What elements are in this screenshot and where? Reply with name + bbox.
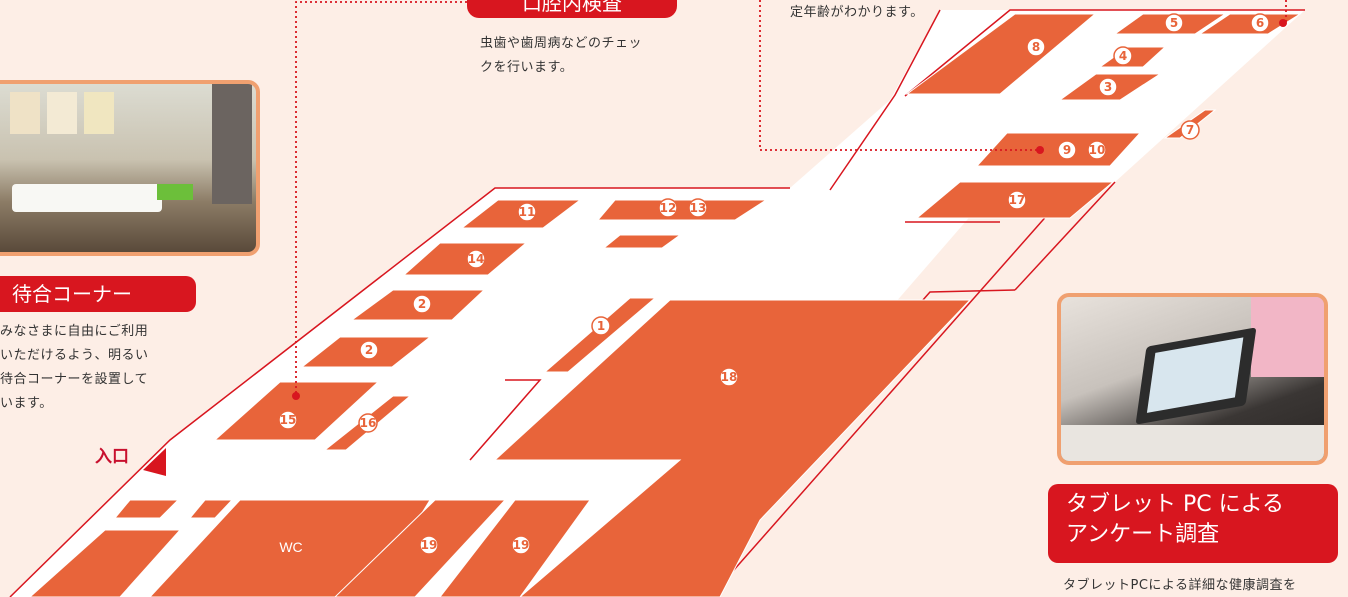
- photo-pink-figure: [1251, 297, 1324, 377]
- tablet-survey-photo: [1057, 293, 1328, 465]
- room-label-5: 5: [1164, 13, 1184, 33]
- connector-dot-9: [1036, 146, 1044, 154]
- tablet-survey-title-line-2: アンケート調査: [1066, 522, 1220, 547]
- svg-text:19: 19: [513, 538, 530, 552]
- room-8[interactable]: [905, 13, 1097, 95]
- svg-text:19: 19: [421, 538, 438, 552]
- entrance-arrow-icon: [143, 448, 166, 476]
- room-label-15: 15: [278, 410, 298, 430]
- waiting-corner-title: 待合コーナー: [12, 282, 132, 306]
- room-label-4: 4: [1113, 46, 1133, 66]
- room-label-17: 17: [1007, 190, 1027, 210]
- oral-exam-description: 虫歯や歯周病などのチェッ クを行います。: [480, 32, 720, 80]
- room-label-12: 12: [658, 198, 678, 218]
- top-caption: 定年齢がわかります。: [790, 5, 924, 20]
- waiting-desc-line-1: みなさまに自由にご利用: [0, 324, 149, 339]
- photo-table: [1061, 425, 1324, 461]
- room-number-labels: 1 2 2 3 4 5 6 7 8 9 10 11 12 13 14 15 16…: [278, 13, 1270, 555]
- svg-text:9: 9: [1063, 143, 1071, 157]
- waiting-corner-description: みなさまに自由にご利用 いただけるよう、明るい 待合コーナーを設置して います。: [0, 320, 200, 416]
- svg-text:15: 15: [280, 413, 297, 427]
- room-18[interactable]: [493, 299, 972, 597]
- waiting-corner-photo: [0, 80, 260, 256]
- svg-text:11: 11: [519, 205, 536, 219]
- svg-text:7: 7: [1186, 123, 1194, 137]
- room-14[interactable]: [402, 242, 528, 276]
- photo-poster: [10, 92, 40, 134]
- room-label-19a: 19: [419, 535, 439, 555]
- room-15[interactable]: [213, 381, 380, 441]
- waiting-desc-line-4: います。: [0, 396, 53, 411]
- room-label-2a: 2: [412, 294, 432, 314]
- room-label-8: 8: [1026, 37, 1046, 57]
- room-label-6: 6: [1250, 13, 1270, 33]
- waiting-desc-line-2: いただけるよう、明るい: [0, 348, 149, 363]
- room-small-bar[interactable]: [602, 234, 682, 249]
- photo-poster: [47, 92, 77, 134]
- room-12-13[interactable]: [596, 199, 768, 221]
- oral-exam-title: 口腔内検査: [522, 0, 622, 15]
- tablet-survey-banner: タブレット PC による アンケート調査: [1048, 484, 1338, 563]
- waiting-corner-banner: 待合コーナー: [0, 276, 196, 312]
- photo-door: [212, 84, 252, 204]
- room-label-7: 7: [1180, 120, 1200, 140]
- svg-text:12: 12: [660, 201, 677, 215]
- room-label-16: 16: [358, 413, 378, 433]
- waiting-desc-line-3: 待合コーナーを設置して: [0, 372, 149, 387]
- photo-sofa: [12, 184, 162, 212]
- room-label-11: 11: [517, 202, 537, 222]
- connector-dot-6: [1279, 19, 1287, 27]
- svg-text:2: 2: [418, 297, 426, 311]
- room-bottom-left[interactable]: [29, 529, 182, 597]
- entrance-label: 入口: [95, 447, 129, 467]
- svg-text:1: 1: [597, 319, 605, 333]
- photo-poster: [84, 92, 114, 134]
- room-label-13: 13: [688, 198, 708, 218]
- room-bottom-small-1[interactable]: [113, 499, 180, 519]
- svg-text:10: 10: [1089, 143, 1106, 157]
- tablet-survey-description: タブレットPCによる詳細な健康調査を: [1063, 578, 1297, 593]
- svg-text:16: 16: [360, 416, 377, 430]
- svg-text:4: 4: [1119, 49, 1127, 63]
- svg-text:2: 2: [365, 343, 373, 357]
- room-label-19b: 19: [511, 535, 531, 555]
- svg-text:5: 5: [1170, 16, 1178, 30]
- room-label-3: 3: [1098, 77, 1118, 97]
- room-6[interactable]: [1198, 13, 1302, 35]
- svg-text:14: 14: [468, 252, 485, 266]
- room-bottom-small-2[interactable]: [188, 499, 234, 519]
- oral-exam-desc-line-2: クを行います。: [480, 60, 574, 75]
- room-label-18: 18: [719, 367, 739, 387]
- oral-exam-banner: 口腔内検査: [467, 0, 677, 18]
- svg-text:3: 3: [1104, 80, 1112, 94]
- svg-text:13: 13: [690, 201, 707, 215]
- room-label-14: 14: [466, 249, 486, 269]
- svg-text:8: 8: [1032, 40, 1040, 54]
- photo-tablet: [1135, 327, 1257, 425]
- svg-text:17: 17: [1009, 193, 1026, 207]
- photo-tablet-screen: [1146, 337, 1244, 413]
- room-label-1: 1: [591, 316, 611, 336]
- tablet-survey-title-line-1: タブレット PC による: [1066, 492, 1284, 517]
- svg-text:18: 18: [721, 370, 738, 384]
- connector-dot-15: [292, 392, 300, 400]
- svg-text:6: 6: [1256, 16, 1264, 30]
- connector-lines: [295, 0, 1287, 395]
- wc-label: WC: [279, 539, 302, 555]
- room-label-9: 9: [1057, 140, 1077, 160]
- oral-exam-desc-line-1: 虫歯や歯周病などのチェッ: [480, 36, 643, 51]
- room-label-10: 10: [1087, 140, 1107, 160]
- room-label-2b: 2: [359, 340, 379, 360]
- photo-green-chair: [157, 184, 193, 200]
